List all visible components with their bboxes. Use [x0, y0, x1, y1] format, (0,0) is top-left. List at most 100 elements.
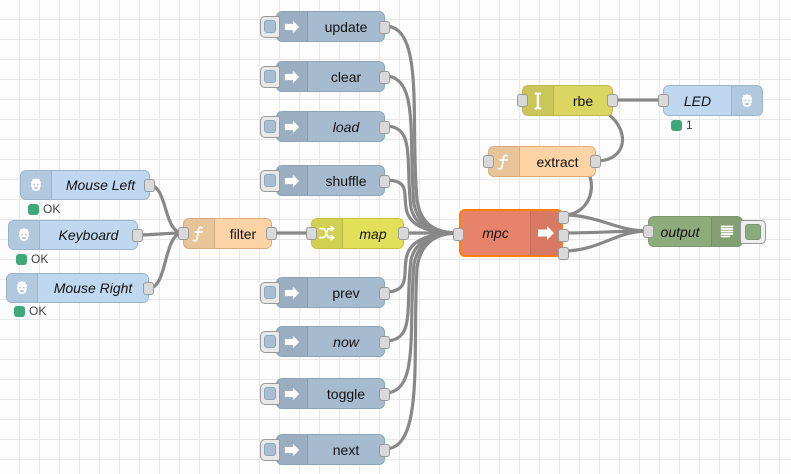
output-port-3[interactable] — [558, 247, 569, 260]
output-port[interactable] — [379, 175, 390, 188]
output-port[interactable] — [379, 121, 390, 134]
output-port[interactable] — [132, 229, 143, 242]
status-mouse-right: OK — [14, 304, 46, 318]
node-mpc[interactable]: mpc — [453, 209, 569, 260]
inject-button[interactable] — [260, 330, 280, 353]
input-port[interactable] — [306, 227, 317, 240]
output-port-1[interactable] — [558, 211, 569, 224]
status-dot — [16, 253, 27, 265]
switch-shuffle-icon — [312, 219, 343, 248]
arrow-right-icon — [277, 62, 308, 91]
output-port[interactable] — [379, 336, 390, 349]
arrow-right-icon — [530, 211, 561, 255]
input-port[interactable] — [453, 228, 464, 241]
node-label: next — [308, 435, 384, 464]
output-port[interactable] — [143, 282, 154, 295]
input-port[interactable] — [178, 227, 189, 240]
node-map[interactable]: map — [306, 218, 409, 249]
node-label: extract — [520, 147, 595, 176]
status-led: 1 — [671, 118, 693, 132]
arrow-right-icon — [277, 112, 308, 141]
input-port[interactable] — [658, 94, 669, 107]
node-label: output — [649, 217, 711, 246]
node-label: now — [308, 327, 384, 356]
node-keyboard[interactable]: Keyboard — [8, 220, 143, 250]
node-inject-clear[interactable]: clear — [260, 61, 390, 92]
node-rbe[interactable]: rbe — [517, 85, 618, 116]
output-port[interactable] — [266, 227, 277, 240]
node-mouse-right[interactable]: Mouse Right — [6, 273, 154, 303]
status-mouse-left: OK — [28, 202, 60, 216]
status-text: OK — [43, 202, 61, 216]
node-label: toggle — [308, 379, 384, 408]
node-inject-shuffle[interactable]: shuffle — [260, 165, 390, 196]
arrow-right-icon — [277, 379, 308, 408]
function-f-icon — [184, 219, 215, 248]
node-inject-toggle[interactable]: toggle — [260, 378, 390, 409]
node-label: map — [343, 219, 403, 248]
input-port[interactable] — [643, 225, 654, 238]
arrow-right-icon — [277, 435, 308, 464]
node-label: LED — [664, 86, 731, 115]
output-port[interactable] — [379, 21, 390, 34]
node-inject-prev[interactable]: prev — [260, 277, 390, 308]
inject-button[interactable] — [260, 15, 280, 38]
node-label: filter — [215, 219, 271, 248]
node-label: Keyboard — [40, 221, 137, 249]
arrow-right-icon — [277, 278, 308, 307]
output-port[interactable] — [379, 388, 390, 401]
debug-lines-icon — [711, 217, 742, 246]
node-inject-load[interactable]: load — [260, 111, 390, 142]
raspberry-pi-icon — [21, 171, 52, 199]
arrow-right-icon — [277, 327, 308, 356]
raspberry-pi-icon — [731, 86, 762, 115]
input-port[interactable] — [483, 155, 494, 168]
debug-enable-button[interactable] — [740, 219, 766, 244]
node-label: Mouse Right — [38, 274, 148, 302]
node-filter[interactable]: filter — [178, 218, 277, 249]
node-label: mpc — [461, 211, 530, 255]
node-label: rbe — [554, 86, 612, 115]
inject-button[interactable] — [260, 281, 280, 304]
node-label: prev — [308, 278, 384, 307]
node-extract[interactable]: extract — [483, 146, 601, 177]
node-label: clear — [308, 62, 384, 91]
inject-button[interactable] — [260, 438, 280, 461]
node-label: Mouse Left — [52, 171, 149, 199]
status-text: OK — [31, 252, 49, 266]
output-port[interactable] — [398, 227, 409, 240]
status-text: OK — [29, 304, 47, 318]
output-port[interactable] — [379, 444, 390, 457]
output-port-2[interactable] — [558, 229, 569, 242]
output-port[interactable] — [590, 155, 601, 168]
status-dot — [671, 119, 682, 131]
output-port[interactable] — [379, 71, 390, 84]
inject-button[interactable] — [260, 382, 280, 405]
node-output-debug[interactable]: output — [643, 216, 766, 247]
step-function-icon — [523, 86, 554, 115]
node-inject-update[interactable]: update — [260, 11, 390, 42]
inject-button[interactable] — [260, 169, 280, 192]
status-dot — [14, 305, 25, 317]
inject-button[interactable] — [260, 65, 280, 88]
status-keyboard: OK — [16, 252, 48, 266]
node-inject-now[interactable]: now — [260, 326, 390, 357]
output-port[interactable] — [607, 94, 618, 107]
node-mouse-left[interactable]: Mouse Left — [20, 170, 155, 200]
output-port[interactable] — [379, 287, 390, 300]
status-dot — [28, 203, 39, 215]
node-label: update — [308, 12, 384, 41]
node-label: load — [308, 112, 384, 141]
arrow-right-icon — [277, 12, 308, 41]
node-label: shuffle — [308, 166, 384, 195]
status-text: 1 — [686, 118, 693, 132]
input-port[interactable] — [517, 94, 528, 107]
arrow-right-icon — [277, 166, 308, 195]
node-led[interactable]: LED — [658, 85, 763, 116]
inject-button[interactable] — [260, 115, 280, 138]
raspberry-pi-icon — [9, 221, 40, 249]
output-port[interactable] — [144, 179, 155, 192]
node-inject-next[interactable]: next — [260, 434, 390, 465]
raspberry-pi-icon — [7, 274, 38, 302]
